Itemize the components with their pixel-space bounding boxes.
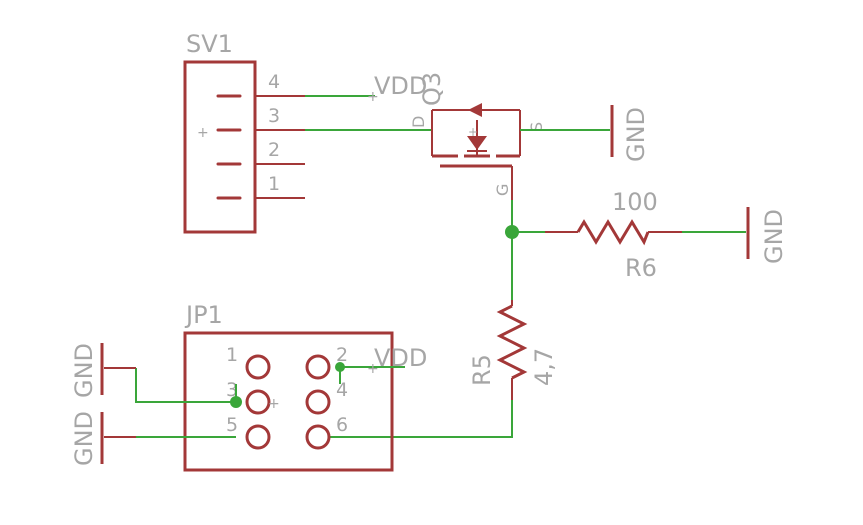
jp1-pin1-label: 1 [226, 344, 238, 366]
jp1-header[interactable]: JP1 1 2 3 4 5 6 + [183, 301, 394, 472]
resistor-r6[interactable]: 100 R6 [545, 188, 682, 282]
jp1-pin6-label: 6 [336, 414, 348, 436]
sv1-name: SV1 [186, 30, 233, 58]
jp1-pin2-pad [305, 354, 331, 380]
q3-gate-label: G [493, 184, 512, 196]
jp1-pin5-pad [245, 424, 271, 450]
r6-name: R6 [625, 254, 657, 282]
jp1-pin5-label: 5 [226, 414, 238, 436]
sv1-origin-cross: + [197, 125, 209, 141]
junction-gate [505, 225, 519, 239]
q3-name: Q3 [418, 72, 446, 106]
gnd-q3-label: GND [622, 107, 650, 162]
gnd-r6-label: GND [760, 209, 788, 264]
vdd-top-cross: + [367, 89, 379, 105]
sv1-pin4-label: 4 [268, 71, 280, 93]
resistor-r5[interactable]: R5 4,7 [468, 300, 558, 400]
gnd-symbol-left-1: GND [70, 343, 136, 398]
jp1-pin3-pad [245, 389, 271, 415]
r6-value: 100 [612, 188, 658, 216]
r5-name: R5 [468, 354, 496, 386]
gnd-symbol-r6: GND [746, 207, 788, 264]
jp1-pin2-label: 2 [336, 344, 348, 366]
jp1-pin4-label: 4 [336, 379, 348, 401]
gnd-symbol-q3: GND [610, 105, 650, 162]
jp1-pin1-pad [245, 354, 271, 380]
q3-drain-label: D [409, 116, 428, 128]
vdd-top-label: VDD [374, 72, 427, 100]
gnd-left-2-label: GND [70, 411, 98, 466]
vdd-jp-cross: + [367, 361, 379, 377]
q3-body-arrow [468, 103, 482, 117]
wire-r5-jp1-pin6 [330, 400, 513, 438]
sv1-pin2-label: 2 [268, 139, 280, 161]
sv1-pin1-label: 1 [268, 173, 280, 195]
wire-jp1-gnd-upper [135, 368, 236, 403]
q3-origin-cross: + [468, 125, 478, 139]
sv1-pin3-label: 3 [268, 105, 280, 127]
vdd-jp-label: VDD [374, 344, 427, 372]
q3-source-label: S [527, 122, 546, 132]
junction-jp1-pin2 [335, 362, 345, 372]
gnd-symbol-left-2: GND [70, 411, 136, 466]
jp1-name: JP1 [184, 301, 223, 329]
gnd-left-1-label: GND [70, 343, 98, 398]
sv1-body [183, 60, 257, 234]
sv1-connector[interactable]: SV1 4 3 2 1 + [183, 30, 305, 234]
jp1-pin6-pad [305, 424, 331, 450]
r6-zigzag [576, 219, 650, 246]
r5-zigzag [496, 304, 528, 380]
r5-value: 4,7 [530, 348, 558, 386]
q3-diode-arrow [467, 136, 487, 150]
mosfet-q3[interactable]: + D S G Q3 [409, 72, 546, 200]
jp1-pin4-pad [305, 389, 331, 415]
jp1-origin-cross: + [268, 396, 280, 412]
junction-jp1-pin3 [230, 396, 242, 408]
